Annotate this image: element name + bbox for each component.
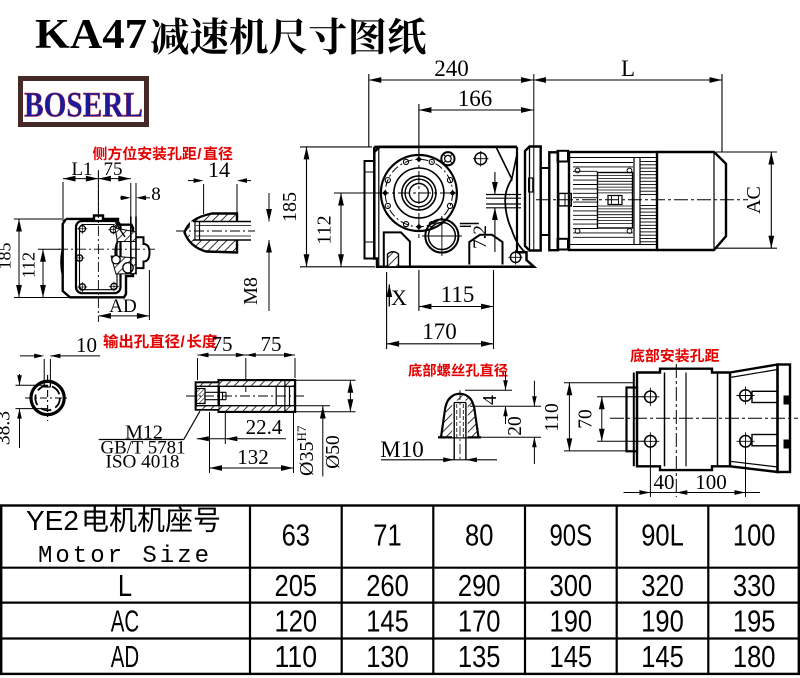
svg-text:110: 110	[275, 639, 318, 674]
svg-text:38.3: 38.3	[0, 411, 15, 445]
svg-text:70: 70	[576, 409, 597, 429]
svg-text:132: 132	[237, 445, 269, 469]
svg-text:130: 130	[366, 639, 409, 674]
svg-text:135: 135	[458, 639, 501, 674]
svg-text:300: 300	[550, 568, 593, 603]
svg-text:Ø50: Ø50	[323, 435, 344, 469]
svg-text:/: /	[197, 147, 201, 163]
svg-text:320: 320	[641, 568, 684, 603]
svg-text:GB/T 5781: GB/T 5781	[101, 438, 186, 459]
svg-text:90S: 90S	[550, 518, 593, 553]
svg-text:Motor Size: Motor Size	[38, 543, 212, 570]
svg-text:80: 80	[465, 518, 493, 553]
svg-text:7.2: 7.2	[470, 225, 491, 249]
svg-text:110: 110	[542, 403, 563, 432]
svg-text:170: 170	[422, 319, 457, 344]
svg-text:AC: AC	[743, 186, 765, 214]
svg-text:100: 100	[695, 470, 727, 494]
svg-text:75: 75	[261, 332, 282, 356]
svg-text:190: 190	[550, 604, 593, 639]
svg-text:40: 40	[654, 470, 675, 494]
svg-text:145: 145	[366, 604, 409, 639]
svg-text:100: 100	[733, 518, 776, 553]
svg-text:185: 185	[279, 192, 301, 222]
svg-text:M12: M12	[125, 422, 163, 444]
svg-text:14: 14	[208, 157, 230, 182]
svg-text:330: 330	[733, 568, 776, 603]
svg-text:185: 185	[0, 243, 15, 270]
svg-text:260: 260	[366, 568, 409, 603]
svg-text:120: 120	[275, 604, 318, 639]
svg-text:75: 75	[212, 332, 233, 356]
svg-text:22.4: 22.4	[246, 415, 283, 439]
svg-text:112: 112	[19, 252, 39, 278]
svg-text:KA47: KA47	[35, 12, 147, 58]
svg-text:ISO 4018: ISO 4018	[106, 452, 180, 473]
svg-text:63: 63	[282, 518, 310, 553]
svg-text:180: 180	[733, 639, 776, 674]
svg-text:M8: M8	[240, 277, 262, 305]
svg-text:205: 205	[275, 568, 318, 603]
svg-text:75: 75	[104, 159, 123, 180]
svg-text:AD: AD	[109, 296, 136, 317]
svg-text:290: 290	[458, 568, 501, 603]
svg-text:Ø35H7: Ø35H7	[294, 425, 318, 476]
svg-text:/: /	[181, 334, 186, 351]
svg-text:145: 145	[641, 639, 684, 674]
svg-text:166: 166	[458, 86, 493, 111]
svg-text:10: 10	[76, 333, 97, 357]
svg-text:L: L	[118, 568, 132, 603]
svg-text:71: 71	[373, 518, 401, 553]
svg-text:8: 8	[151, 184, 161, 205]
svg-text:YE2: YE2	[26, 505, 79, 536]
svg-text:195: 195	[733, 604, 776, 639]
svg-text:170: 170	[458, 604, 501, 639]
svg-text:145: 145	[550, 639, 593, 674]
svg-text:M10: M10	[380, 437, 423, 462]
svg-text:240: 240	[434, 56, 469, 81]
svg-text:AD: AD	[111, 639, 139, 674]
svg-text:AC: AC	[111, 604, 139, 639]
svg-text:112: 112	[314, 215, 336, 244]
svg-text:115: 115	[441, 282, 475, 307]
svg-text:L1: L1	[71, 159, 92, 180]
svg-text:L: L	[621, 56, 635, 81]
svg-text:90L: 90L	[641, 518, 684, 553]
svg-text:20: 20	[505, 416, 526, 436]
svg-text:X: X	[391, 285, 407, 310]
svg-text:190: 190	[641, 604, 684, 639]
svg-text:BOSERL: BOSERL	[24, 85, 143, 125]
svg-text:4: 4	[480, 395, 501, 405]
